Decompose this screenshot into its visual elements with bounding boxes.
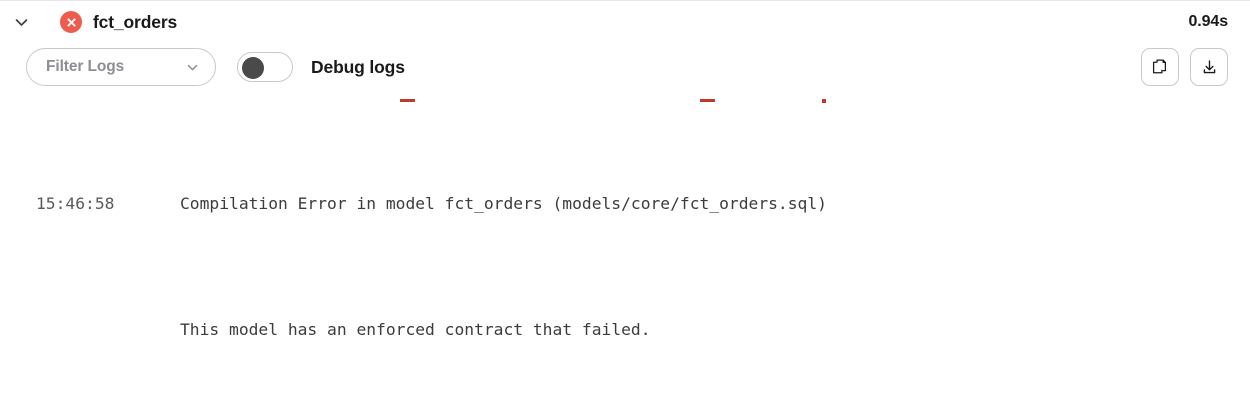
collapse-chevron-icon[interactable] [8, 9, 34, 35]
download-logs-button[interactable] [1190, 48, 1228, 86]
page-title: fct_orders [93, 11, 178, 32]
filter-logs-label: Filter Logs [46, 58, 125, 75]
copy-icon [1152, 58, 1166, 73]
log-timestamp: 15:46:58 [36, 193, 115, 213]
download-icon [1203, 59, 1215, 73]
log-message-line: Compilation Error in model fct_orders (m… [180, 193, 827, 213]
copy-logs-button[interactable] [1141, 48, 1179, 86]
log-entry: This model has an enforced contract that… [36, 314, 1250, 346]
toolbar-actions [1141, 48, 1228, 86]
log-output[interactable]: 15:46:58 Compilation Error in model fct_… [0, 91, 1250, 393]
toggle-knob [242, 57, 264, 79]
error-x-icon [60, 11, 82, 33]
log-message-line: This model has an enforced contract that… [180, 319, 651, 339]
log-entry: 15:46:58 Compilation Error in model fct_… [36, 188, 1250, 220]
run-duration: 0.94s [1188, 13, 1228, 30]
filter-logs-select[interactable]: Filter Logs [26, 48, 216, 86]
run-header: fct_orders 0.94s [0, 1, 1250, 43]
debug-logs-label: Debug logs [311, 56, 405, 77]
chevron-down-icon [185, 60, 200, 75]
debug-logs-toggle[interactable] [237, 52, 293, 82]
log-toolbar: Filter Logs Debug logs [0, 43, 1250, 91]
log-lines: 15:46:58 Compilation Error in model fct_… [0, 93, 1250, 393]
